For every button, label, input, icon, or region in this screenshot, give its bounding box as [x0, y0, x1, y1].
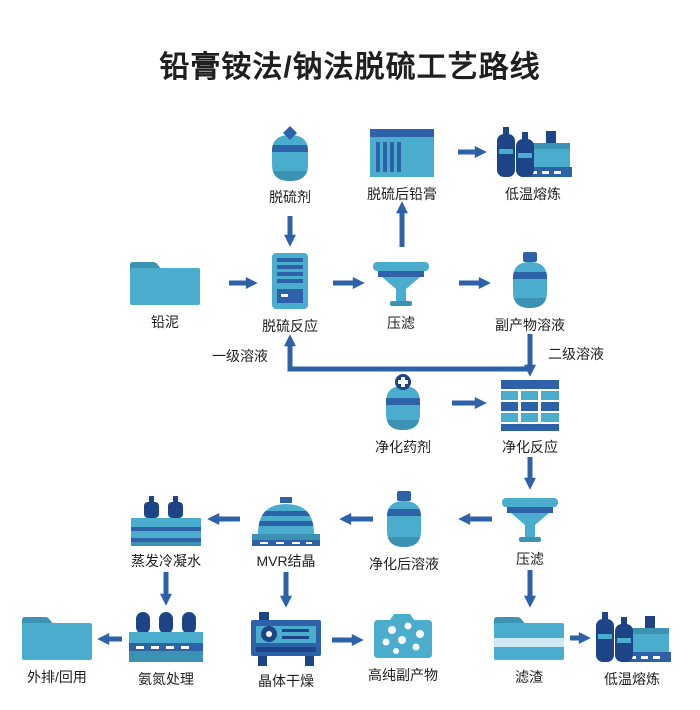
node-high-purity-byproduct: 高纯副产物	[368, 612, 438, 685]
node-filter-residue: 滤渣	[492, 612, 566, 687]
node-label: 低温熔炼	[505, 186, 561, 202]
solution-tank-icon	[513, 252, 547, 308]
folder-icon	[130, 262, 200, 305]
node-label: 脱硫后铅膏	[367, 186, 437, 202]
node-evap-condensate: 蒸发冷凝水	[129, 496, 203, 571]
filter-press-icon	[502, 498, 558, 542]
arrow-first-stage-feedback-to-desulf-reaction	[284, 334, 530, 372]
smelting-plant-icon	[497, 127, 572, 177]
node-filter1: 压滤	[371, 260, 431, 333]
treatment-plant-icon	[129, 612, 203, 662]
node-purified-solution: 净化后溶液	[369, 489, 439, 574]
node-smelt1: 低温熔炼	[494, 127, 572, 204]
node-crystal-drying: 晶体干燥	[249, 612, 323, 691]
node-discharge-reuse: 外排/回用	[20, 612, 94, 687]
node-desulf-paste: 脱硫后铅膏	[367, 127, 437, 204]
node-label: 副产物溶液	[495, 317, 565, 333]
pallet-stack-icon	[501, 380, 559, 431]
edge-label-first-stage-solution: 一级溶液	[212, 348, 268, 364]
node-desulf-agent: 脱硫剂	[267, 126, 313, 207]
node-byproduct-solution: 副产物溶液	[495, 250, 565, 335]
purifier-tank-icon	[386, 374, 420, 430]
folder-icon	[494, 617, 564, 660]
condensate-bottles-icon	[131, 496, 201, 546]
node-smelt2: 低温熔炼	[593, 612, 671, 689]
node-label: 氨氮处理	[138, 671, 194, 687]
node-label: 外排/回用	[27, 669, 87, 685]
node-label: 脱硫反应	[262, 318, 318, 334]
node-filter2: 压滤	[500, 496, 560, 569]
node-desulf-reaction: 脱硫反应	[262, 251, 318, 336]
particles-box-icon	[374, 614, 432, 658]
node-label: 净化反应	[502, 439, 558, 455]
node-label: 高纯副产物	[368, 667, 438, 683]
node-label: 脱硫剂	[269, 189, 311, 205]
node-label: 压滤	[516, 551, 544, 567]
node-label: MVR结晶	[256, 553, 316, 569]
dryer-machine-icon	[251, 612, 321, 666]
node-label: 净化药剂	[375, 439, 431, 455]
node-label: 压滤	[387, 315, 415, 331]
folder-icon	[22, 617, 92, 660]
node-mvr-crystallization: MVR结晶	[250, 496, 322, 571]
node-label: 铅泥	[151, 314, 179, 330]
agent-tank-icon	[272, 126, 308, 181]
node-label: 净化后溶液	[369, 556, 439, 572]
diagram-title: 铅膏铵法/钠法脱硫工艺路线	[159, 51, 541, 84]
reactor-icon	[272, 253, 308, 309]
node-label: 蒸发冷凝水	[131, 553, 201, 569]
edge-label-second-stage-solution: 二级溶液	[548, 346, 604, 362]
node-lead-mud: 铅泥	[128, 257, 202, 332]
node-purif-reaction: 净化反应	[499, 378, 561, 457]
node-label: 低温熔炼	[604, 671, 660, 687]
dome-icon	[252, 497, 320, 546]
solution-tank-icon	[387, 491, 421, 547]
node-purif-agent: 净化药剂	[375, 374, 431, 457]
node-label: 滤渣	[515, 669, 543, 685]
node-ammonia-treatment: 氨氮处理	[127, 610, 205, 689]
node-label: 晶体干燥	[258, 673, 314, 689]
paste-container-icon	[370, 129, 434, 177]
filter-press-icon	[373, 262, 429, 306]
smelting-plant-icon	[596, 612, 671, 662]
